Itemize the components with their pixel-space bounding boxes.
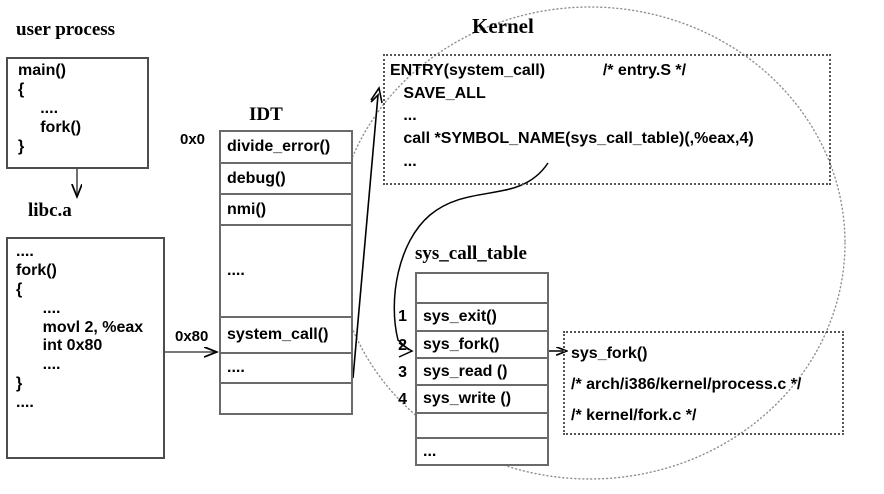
sys-fork-impl-box <box>563 331 844 435</box>
sys-call-table: sys_exit() sys_fork() sys_read () sys_wr… <box>415 272 549 466</box>
code-line: /* arch/i386/kernel/process.c */ <box>571 376 802 394</box>
idt-row[interactable] <box>221 384 351 413</box>
arrow-idt-to-entry <box>352 92 379 379</box>
sys-call-table-row[interactable] <box>417 414 547 439</box>
sys-call-table-label: sys_call_table <box>415 243 527 264</box>
user-process-label: user process <box>16 19 116 40</box>
code-line: .... <box>16 356 61 374</box>
idt-row[interactable]: debug() <box>221 164 351 195</box>
code-line: /* kernel/fork.c */ <box>571 407 697 425</box>
code-line: SAVE_ALL <box>390 84 486 102</box>
sys-call-table-row-ellipsis[interactable]: ... <box>423 442 437 460</box>
idt-table: divide_error() debug() nmi() .... system… <box>219 130 353 415</box>
code-line: ENTRY(system_call) /* entry.S */ <box>390 62 687 79</box>
idt-row-ellipsis[interactable]: .... <box>221 354 351 384</box>
sys-call-table-row[interactable]: sys_fork() <box>417 332 547 359</box>
code-line: .... <box>16 243 34 260</box>
code-line: ... <box>390 107 417 125</box>
code-line: .... <box>16 299 61 317</box>
code-line: .... <box>18 99 59 117</box>
code-line: fork() <box>16 261 57 279</box>
sys-call-table-row[interactable] <box>417 274 547 304</box>
code-line: main() <box>18 62 66 79</box>
entry-system-call-code: ENTRY(system_call) /* entry.S */ SAVE_AL… <box>390 60 754 174</box>
entry-system-call-box <box>383 54 831 185</box>
idt-vector-0x0: 0x0 <box>180 131 206 148</box>
libc-box <box>6 237 165 459</box>
idt-row-system-call[interactable]: system_call() <box>221 318 351 354</box>
libc-label: libc.a <box>28 200 72 221</box>
code-line: fork() <box>18 118 82 136</box>
code-line: { <box>16 280 23 298</box>
code-line: sys_fork() <box>571 345 648 362</box>
idt-row[interactable]: divide_error() <box>221 132 351 164</box>
libc-code: ....fork(){ .... movl 2, %eax int 0x80 .… <box>16 243 143 413</box>
code-line: int 0x80 <box>16 337 103 355</box>
code-line: call *SYMBOL_NAME(sys_call_table)(,%eax,… <box>390 130 754 148</box>
idt-vector-0x80: 0x80 <box>175 328 209 345</box>
idt-row[interactable]: nmi() <box>221 195 351 226</box>
idt-label: IDT <box>249 104 283 125</box>
code-line: movl 2, %eax <box>16 318 144 336</box>
user-process-code: main(){ .... fork()} <box>18 62 81 156</box>
sys-call-table-row[interactable]: sys_write () <box>417 386 547 414</box>
code-line: } <box>16 375 23 393</box>
sys-call-table-index: 2 <box>398 337 407 354</box>
sys-call-table-index: 3 <box>398 364 407 381</box>
sys-call-table-index: 1 <box>398 308 407 325</box>
sys-call-table-index: 4 <box>398 391 407 408</box>
arrowhead-idt-to-entry <box>370 85 383 104</box>
sys-fork-impl-code: sys_fork() /* arch/i386/kernel/process.c … <box>571 338 801 432</box>
sys-call-table-row[interactable]: sys_read () <box>417 359 547 386</box>
sys-call-table-row[interactable]: sys_exit() <box>417 304 547 332</box>
code-line: .... <box>16 394 34 411</box>
code-line: { <box>18 80 25 98</box>
idt-row-ellipsis[interactable]: .... <box>221 226 351 318</box>
code-line: ... <box>390 152 417 170</box>
kernel-label: Kernel <box>472 14 534 38</box>
code-line: } <box>18 137 25 155</box>
user-process-box <box>6 57 149 169</box>
